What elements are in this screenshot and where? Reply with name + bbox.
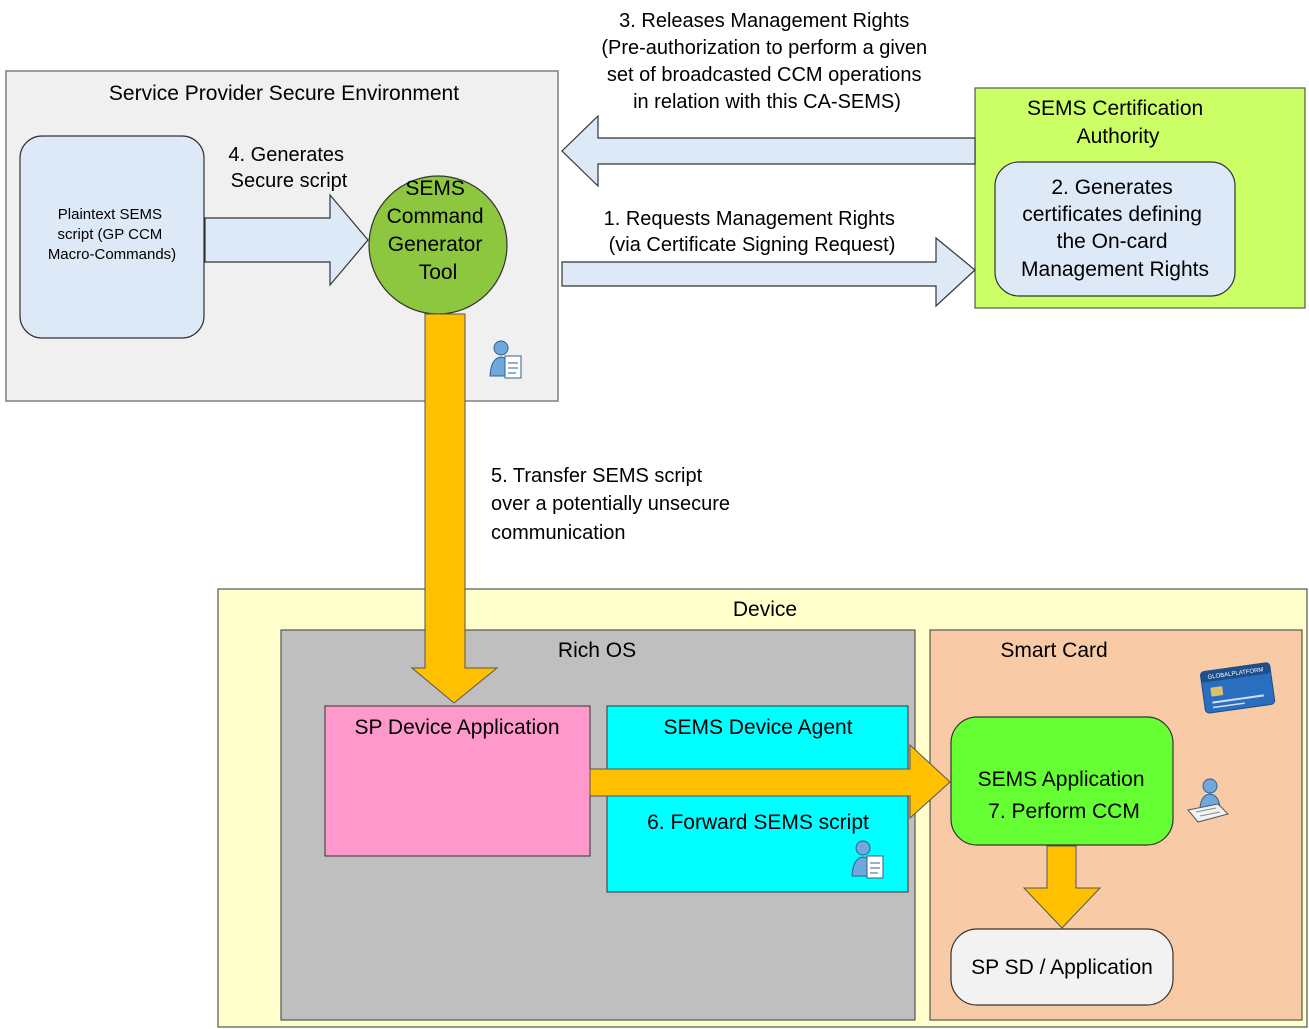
device-title: Device	[733, 598, 797, 621]
smart-card-title: Smart Card	[1000, 639, 1107, 662]
sems-application-box	[950, 716, 1174, 846]
sp-env-title: Service Provider Secure Environment	[109, 82, 459, 105]
step6-label: 6. Forward SEMS script	[647, 811, 869, 834]
arrow-generates-secure-script	[204, 193, 369, 287]
person-document-icon	[489, 340, 522, 379]
device: Device Rich OS Smart Card SP Device Appl…	[217, 588, 1308, 1028]
arrow-requests-management-rights	[561, 236, 976, 308]
person-terminal-icon	[1187, 778, 1229, 823]
sp-device-application-box	[324, 705, 591, 857]
sp-secure-environment: Service Provider Secure Environment Plai…	[5, 70, 559, 402]
credit-card-icon: GLOBALPLATFORM	[1200, 662, 1276, 714]
sp-device-application-label: SP Device Application	[354, 716, 559, 739]
ca-title: SEMS Certification Authority	[1027, 97, 1209, 148]
sp-sd-application-box	[950, 928, 1174, 1006]
step5-label: 5. Transfer SEMS script over a potential…	[491, 465, 736, 544]
arrow-forward-sems-script	[589, 743, 951, 820]
step1-label: 1. Requests Management Rights (via Certi…	[604, 208, 901, 256]
plaintext-script-box	[19, 135, 205, 339]
step3-label: 3. Releases Management Rights (Pre-autho…	[601, 10, 932, 113]
command-generator-tool-label: SEMS Command Generator Tool	[387, 177, 490, 284]
ca-certificates-label: 2. Generates certificates defining the O…	[1021, 176, 1209, 281]
ca-certificates-box	[994, 161, 1236, 297]
agent-person-document-icon	[851, 840, 884, 879]
rich-os-title: Rich OS	[558, 639, 636, 662]
plaintext-script-label: Plaintext SEMS script (GP CCM Macro-Comm…	[48, 206, 176, 263]
arrow-perform-ccm	[1022, 845, 1102, 929]
arrow-releases-management-rights	[561, 114, 976, 188]
step4-label: 4. Generates Secure script	[228, 144, 349, 192]
sp-sd-application-label: SP SD / Application	[971, 956, 1153, 979]
sems-application-label: SEMS Application 7. Perform CCM	[978, 768, 1151, 823]
arrow-transfer-sems-script	[410, 313, 499, 704]
sems-device-agent-label: SEMS Device Agent	[663, 716, 852, 739]
sems-certification-authority: SEMS Certification Authority 2. Generate…	[974, 87, 1306, 309]
